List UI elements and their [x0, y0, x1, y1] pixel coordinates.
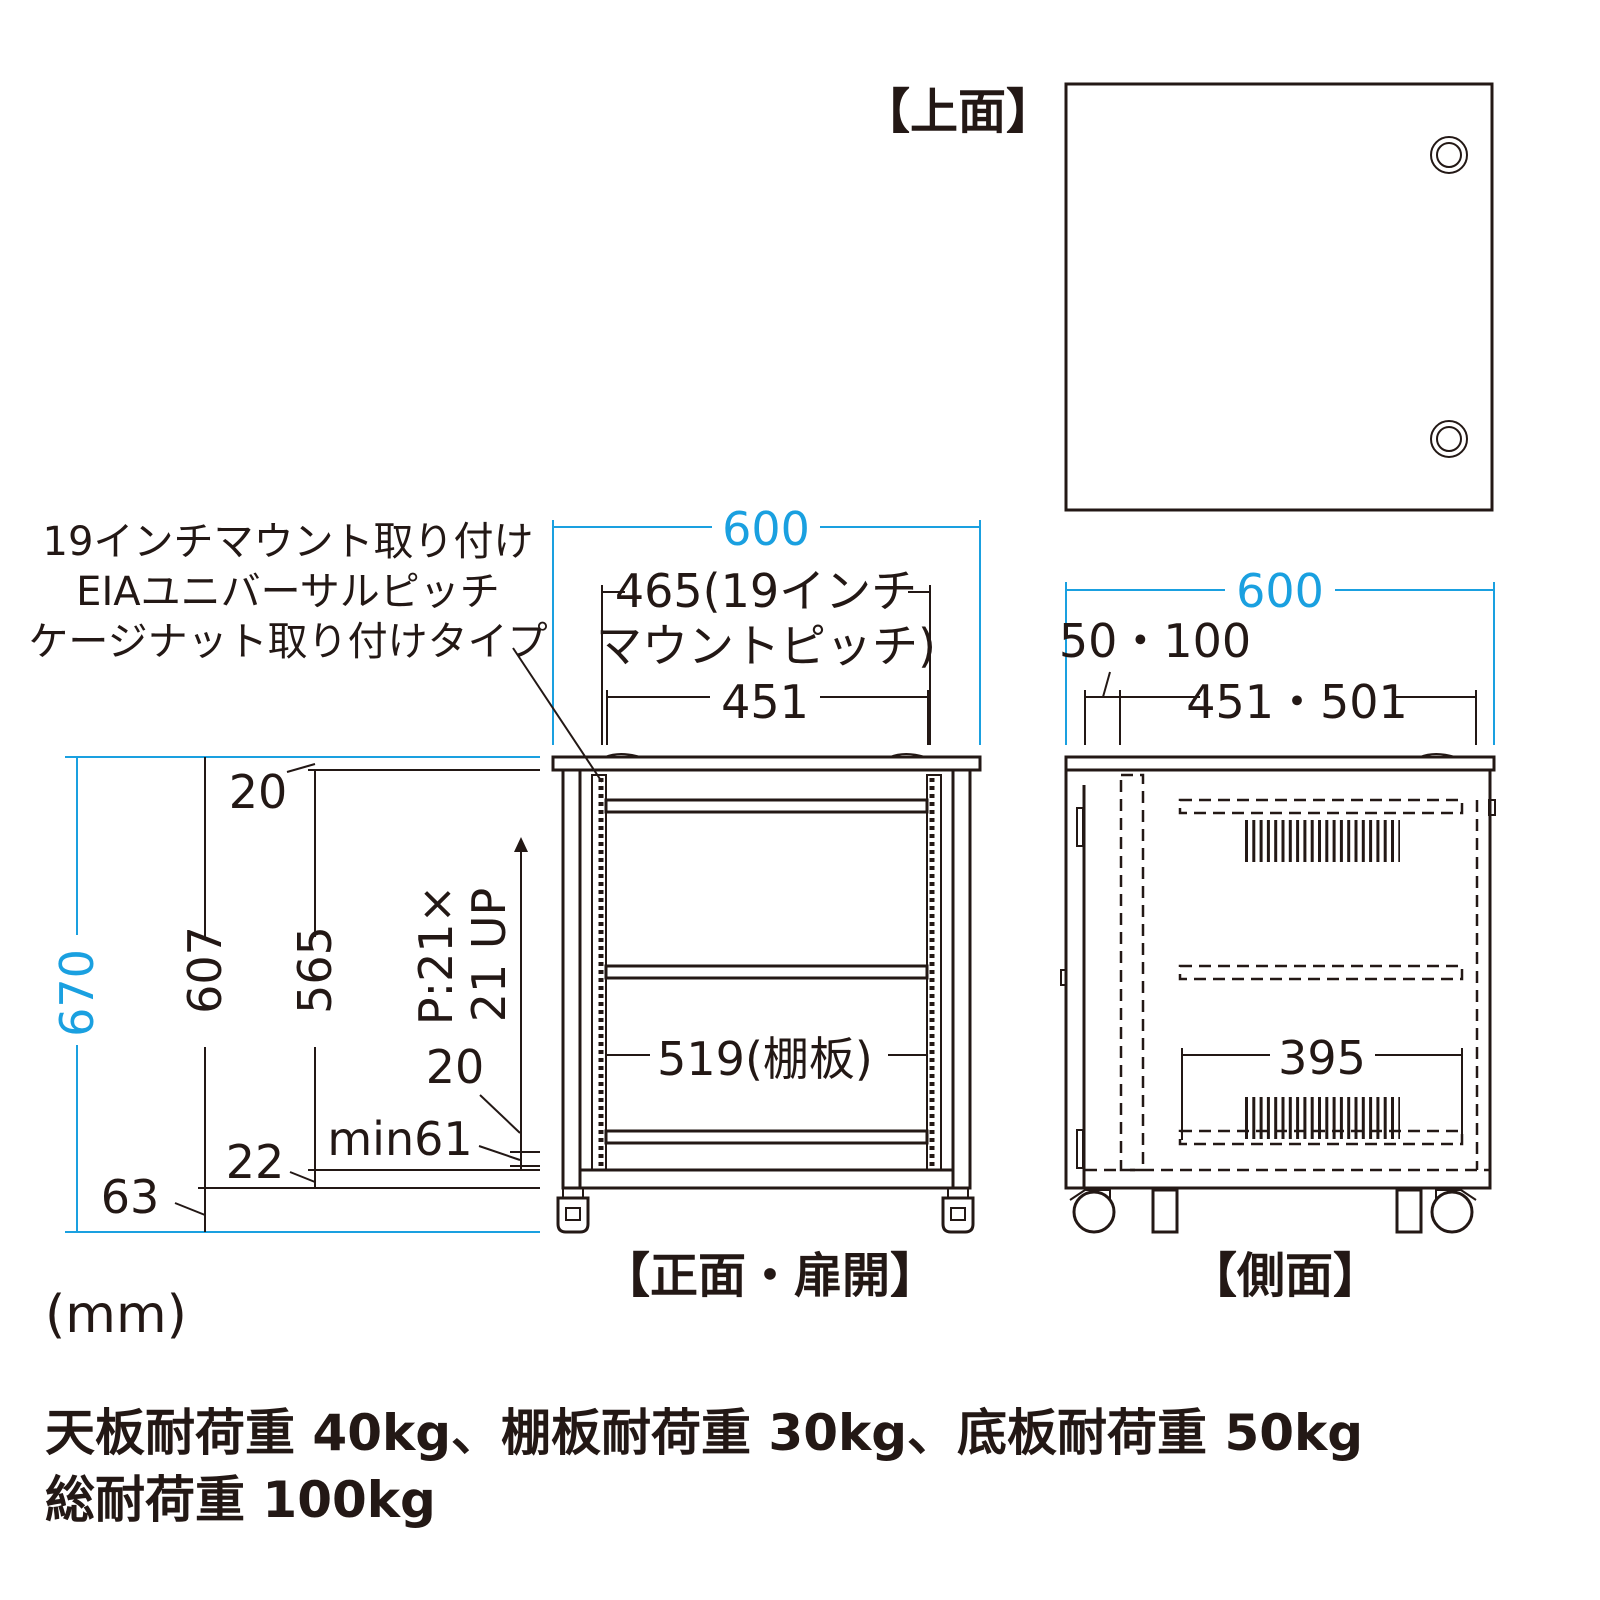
- height-670: 670: [50, 949, 104, 1037]
- inner-width-451: 451: [721, 675, 809, 729]
- unit-label: (mm): [45, 1285, 187, 1345]
- shelf-depth-395: 395: [1278, 1031, 1366, 1085]
- mount-pitch-465: 465(19インチ: [615, 564, 917, 618]
- top-gap-20: 20: [229, 765, 288, 819]
- gap-20: 20: [426, 1040, 485, 1094]
- height-607: 607: [178, 926, 232, 1014]
- height-565: 565: [288, 926, 342, 1014]
- side-top-shelf: [1178, 798, 1464, 815]
- bottom-22: 22: [226, 1135, 285, 1189]
- caster-stem: [1395, 1188, 1423, 1234]
- middle-shelf: [604, 964, 929, 980]
- arrow-up-icon: [514, 837, 528, 852]
- inner-depth-451-501: 451・501: [1186, 675, 1408, 729]
- cable-hole-icon: [1430, 420, 1468, 458]
- mount-pitch-label: マウントピッチ): [596, 619, 936, 673]
- load-capacity-line2: 総耐荷重 100kg: [45, 1471, 436, 1529]
- top-view: 【上面】: [862, 82, 1494, 512]
- mount-note-line3: ケージナット取り付けタイプ: [28, 619, 547, 665]
- bottom-shelf: [604, 1129, 929, 1145]
- note-leader: [512, 647, 603, 783]
- side-depth-600: 600: [1236, 564, 1324, 618]
- load-capacity-line1: 天板耐荷重 40kg、棚板耐荷重 30kg、底板耐荷重 50kg: [45, 1404, 1363, 1462]
- pitch-label: P:21×: [409, 885, 463, 1025]
- min61-label: min61: [327, 1112, 472, 1166]
- front-width-600: 600: [722, 502, 810, 556]
- caster-icon: [556, 1187, 590, 1234]
- side-middle-shelf: [1178, 964, 1464, 981]
- top-view-label: 【上面】: [862, 84, 1054, 140]
- front-view-label: 【正面・扉開】: [602, 1248, 938, 1304]
- top-view-outline: [1064, 82, 1494, 512]
- side-view: 600 50・100 451・501 395: [1059, 564, 1496, 1304]
- offset-50-100: 50・100: [1059, 614, 1251, 668]
- mount-note-line2: EIAユニバーサルピッチ: [76, 569, 500, 615]
- door-frame-hidden: [1119, 773, 1145, 1172]
- units-label: 21 UP: [462, 888, 516, 1023]
- mount-note-line1: 19インチマウント取り付け: [43, 519, 534, 565]
- caster-icon: [941, 1187, 975, 1234]
- bottom-63: 63: [101, 1170, 160, 1224]
- top-shelf: [604, 798, 929, 814]
- caster-icon: [1430, 1189, 1477, 1234]
- caster-icon: [1069, 1189, 1116, 1234]
- shelf-width-519: 519(棚板): [657, 1032, 873, 1086]
- front-view: 600 465(19インチ マウントピッチ) 451 19インチマウント取り付け…: [28, 502, 982, 1304]
- side-view-label: 【側面】: [1189, 1248, 1381, 1304]
- caster-stem: [1151, 1188, 1179, 1234]
- cable-hole-icon: [1430, 136, 1468, 174]
